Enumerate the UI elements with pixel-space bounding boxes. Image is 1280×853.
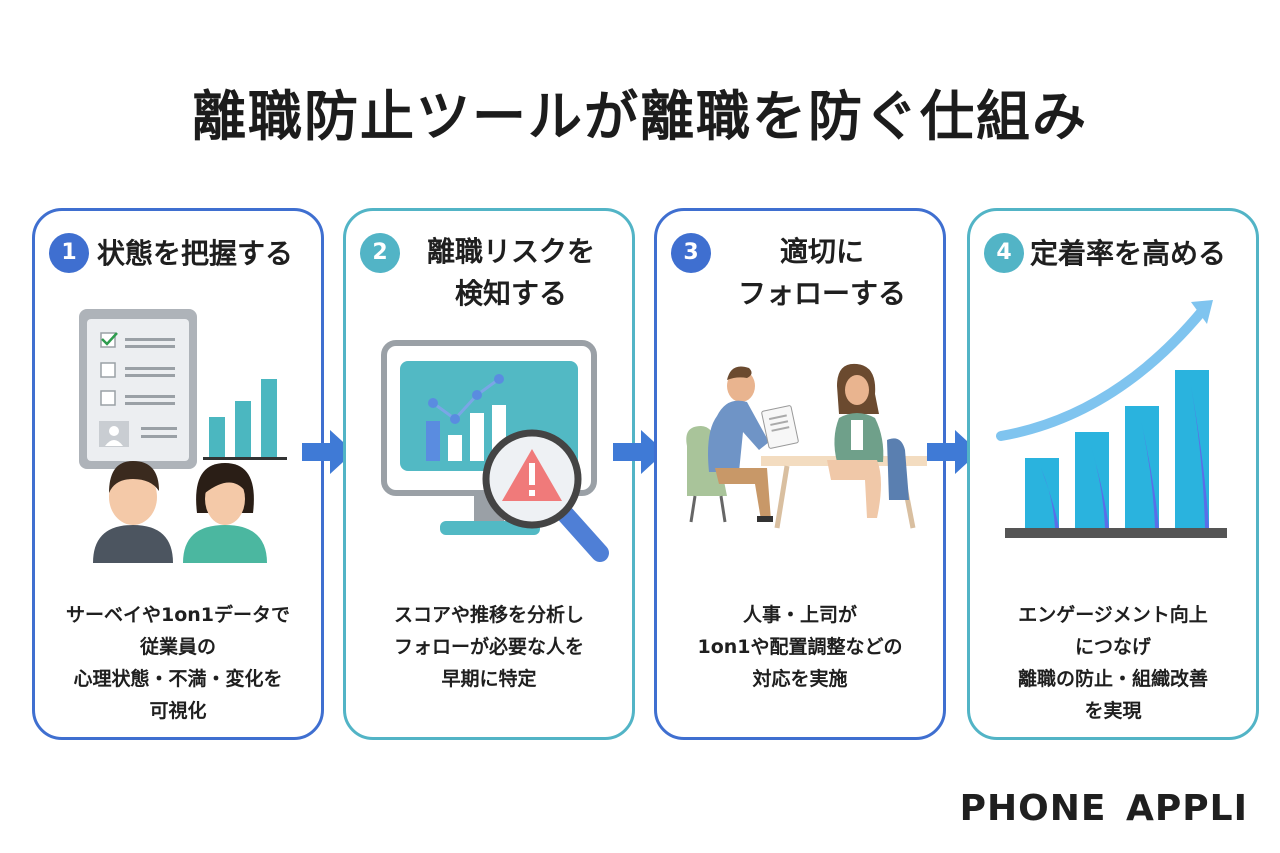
page-title: 離職防止ツールが離職を防ぐ仕組み [192,85,1088,148]
chart-icon [426,374,506,461]
bar-1 [1025,458,1059,528]
magnifier-warning-icon [482,429,609,562]
flow-arrow [613,430,665,474]
meeting-illustration [686,363,927,529]
survey-people-illustration [79,309,287,563]
woman-figure [827,363,884,518]
step-card-1: 1 状態を把握する サーベイや1on1データで従業員の心理状態・不満・変化を可視… [32,208,324,740]
woman-avatar [183,463,267,563]
bar-3 [1125,406,1159,528]
user-icon [99,421,129,447]
step-description: スコアや推移を分析しフォローが必要な人を早期に特定 [393,604,584,690]
checked-box-icon [100,332,118,348]
chair-left [686,426,727,523]
step-heading: 定着率を高める [1030,237,1227,270]
brand-logo: PHONE APPLI [959,788,1248,829]
man-figure [708,366,773,522]
bar-chart-icon [203,379,287,460]
step-number-badge: 1 [49,233,89,273]
step-description: サーベイや1on1データで従業員の心理状態・不満・変化を可視化 [65,604,291,722]
clipboard-icon [761,405,799,449]
chair-right [887,438,909,500]
bar-2 [1075,432,1109,528]
growth-chart-illustration [996,300,1227,538]
bar-4 [1175,370,1209,528]
step-heading: 状態を把握する [97,237,294,270]
flow-arrow [302,430,354,474]
monitor-alert-illustration [381,340,609,562]
man-avatar [93,461,173,563]
step-number-badge: 2 [360,233,400,273]
flow-arrow [927,430,979,474]
step-card-4: 4 定着率を高める エンゲージメント向上につなげ離職の防止・組織改善を実現 [967,208,1259,740]
step-heading: 適切にフォローする [737,235,906,310]
step-description: エンゲージメント向上につなげ離職の防止・組織改善を実現 [1017,604,1208,722]
step-heading: 離職リスクを検知する [426,235,595,310]
step-number-badge: 4 [984,233,1024,273]
step-card-2: 2 離職リスクを検知する スコアや推移を分析しフォローが必要な人を早期に特定 [343,208,635,740]
step-number-badge: 3 [671,233,711,273]
